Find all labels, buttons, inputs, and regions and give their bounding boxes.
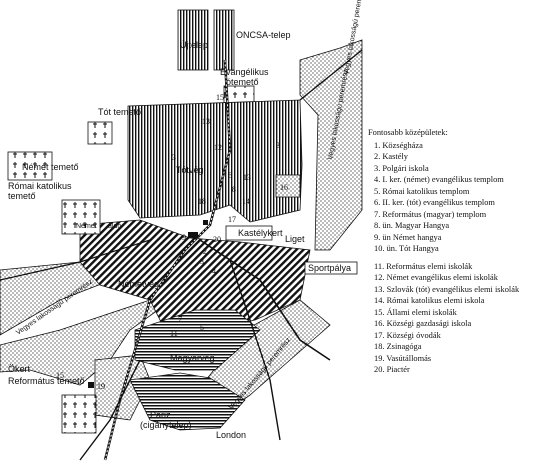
legend-item: 11. Református elemi iskolák	[374, 261, 473, 271]
bldg-8: 8	[232, 185, 236, 194]
paris-area	[129, 372, 246, 431]
legend-item: 4. I. ker. (német) evangélikus templom	[374, 175, 504, 184]
bldg-19: 19	[97, 382, 105, 391]
marker-1	[203, 220, 208, 225]
bldg-16: 16	[280, 183, 288, 192]
label-evang-1: Evangélikus	[220, 67, 269, 77]
legend-item: 15. Állami elemi iskolák	[374, 307, 457, 317]
bldg-18: 18	[198, 197, 206, 206]
label-kastelykert: Kastélykert	[238, 228, 283, 238]
bldg-6: 6	[228, 171, 232, 180]
bldg-17: 17	[228, 215, 236, 224]
road-north-east	[299, 49, 363, 101]
bldg-5: 5	[200, 323, 204, 332]
bldg-11: 11	[170, 329, 178, 338]
label-nemetveg: Németvég	[118, 279, 159, 289]
legend-item: 3. Polgári iskola	[374, 163, 429, 173]
label-paris-1: Páriz	[150, 410, 171, 420]
bldg-13b: 13	[243, 173, 251, 182]
label-paris-2: (cigánytelep)	[140, 420, 192, 430]
legend-item: 20. Piactér	[374, 365, 410, 374]
bldg-14: 14	[242, 197, 250, 206]
label-evang-2: ótemető	[226, 77, 259, 87]
bldg-4: 4	[212, 267, 216, 276]
label-london: London	[216, 430, 246, 440]
label-nemet: Német	[76, 223, 97, 230]
periphery-south-west	[0, 299, 166, 386]
legend-item: 19. Vasútállomás	[374, 353, 432, 363]
road-south-east	[229, 259, 281, 441]
sportpalya-field	[304, 261, 358, 275]
bldg-3a: 3	[172, 153, 176, 162]
bldg-2: 2	[203, 247, 207, 256]
label-oncsa: ONCSA-telep	[236, 30, 291, 40]
bldg-3b: 3	[276, 141, 280, 150]
legend-item: 17. Községi óvodák	[374, 330, 441, 340]
kastelykert-park	[225, 225, 273, 241]
label-ujtelep: Újtelep	[180, 40, 208, 50]
legend-item: 1. Községháza	[374, 140, 423, 150]
legend-item: 12. Német evangélikus elemi iskolák	[374, 273, 498, 282]
bldg-15b: 15	[56, 371, 64, 380]
tot-cemetery	[87, 121, 113, 145]
label-aldo: áldó	[108, 223, 121, 230]
road-west	[0, 239, 151, 281]
bldg-20: 20	[213, 235, 221, 244]
label-ref-temeto: Református temető	[8, 376, 85, 386]
legend-item: 7. Református (magyar) templom	[374, 209, 487, 219]
bldg-15a: 15	[216, 93, 224, 102]
legend-title: Fontosabb középületek:	[368, 128, 448, 137]
nemet-cemetery	[7, 151, 53, 181]
legend-list-a: 1. Községháza 2. Kastély 3. Polgári isko…	[368, 140, 556, 255]
ujtelep-block	[177, 9, 209, 71]
magyarveg-area	[134, 309, 261, 371]
marker-19	[88, 382, 94, 388]
legend-item: 2. Kastély	[374, 152, 408, 161]
label-sportpalya: Sportpálya	[308, 263, 351, 273]
legend-item: 10. ün. Tót Hangya	[374, 244, 439, 253]
legend-list-b: 11. Református elemi iskolák 12. Német e…	[368, 261, 556, 376]
bldg-7: 7	[178, 315, 182, 324]
label-okert: Ökert	[8, 364, 31, 374]
label-totveg: Tótvég	[176, 165, 204, 175]
bldg-9: 9	[182, 233, 186, 242]
legend-item: 13. Szlovák (tót) evangélikus elemi isko…	[374, 284, 520, 294]
romai-cemetery	[61, 199, 101, 235]
label-romai-1: Római katolikus	[8, 181, 72, 191]
marker-20	[188, 232, 198, 238]
label-nemet-temeto: Német temető	[22, 162, 79, 172]
bldg-3c: 3	[200, 257, 204, 266]
legend-item: 8. ün. Magyar Hangya	[374, 221, 450, 230]
bldg-13a: 13	[202, 117, 210, 126]
label-liget: Liget	[285, 234, 305, 244]
block-16	[275, 174, 301, 198]
legend-item: 16. Községi gazdasági iskola	[374, 319, 472, 328]
oncsa-block	[213, 9, 235, 71]
label-magyarveg: Magyarvég	[170, 353, 215, 363]
totveg-area	[127, 99, 303, 223]
legend-item: 6. II. ker. (tót) evangélikus templom	[374, 198, 495, 207]
periphery-north-east	[299, 39, 363, 251]
bldg-12: 12	[214, 143, 222, 152]
legend: Fontosabb középületek: 1. Községháza 2. …	[368, 127, 556, 376]
legend-item: 9. ün Német hangya	[374, 232, 442, 242]
label-tot-temeto: Tót temető	[98, 107, 141, 117]
ref-cemetery	[61, 394, 97, 434]
legend-item: 5. Római katolikus templom	[374, 186, 470, 196]
legend-item: 18. Zsinagóga	[374, 342, 422, 351]
legend-item: 14. Római katolikus elemi iskola	[374, 296, 485, 305]
road-south-west	[79, 359, 141, 461]
label-romai-2: temető	[8, 191, 36, 201]
